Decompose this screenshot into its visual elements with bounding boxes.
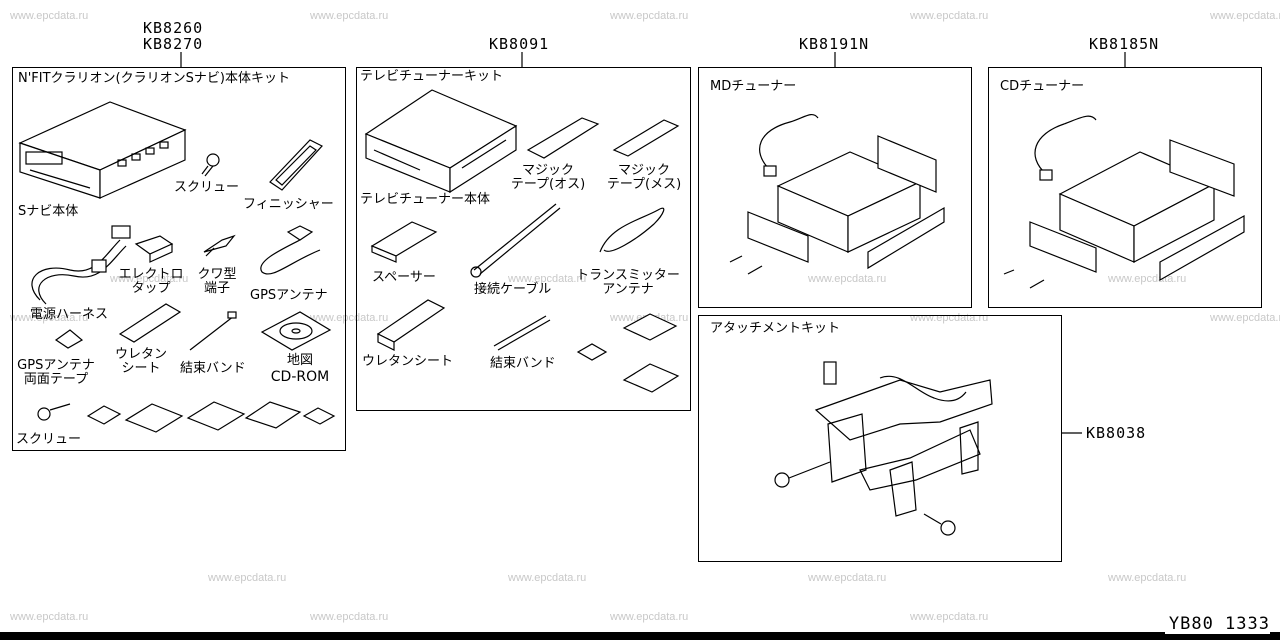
- finisher-drawing: [269, 139, 323, 191]
- s-navi-label: Sナビ本体: [18, 204, 79, 219]
- watermark: www.epcdata.ru: [10, 10, 89, 22]
- electro-tap-label-2: タップ: [131, 281, 171, 296]
- kuwa-label-2: 端子: [203, 281, 230, 296]
- s-navi-unit-drawing: [18, 101, 187, 199]
- magic-female-label-2: テープ(メス): [606, 177, 682, 192]
- part-code: KB8091: [489, 35, 550, 53]
- part-code: KB8270: [143, 35, 204, 53]
- tv-tuner-unit-drawing: [364, 89, 518, 194]
- urethane-label-2: シート: [121, 361, 161, 376]
- tv-band-drawing: [493, 315, 551, 351]
- electro-tap-drawing: [134, 235, 174, 263]
- attachment-kit-box[interactable]: [698, 315, 1062, 562]
- tv-band-label: 結束バンド: [490, 356, 556, 371]
- electro-tap-label-1: エレクトロ: [118, 267, 184, 282]
- gps-antenna-label: GPSアンテナ: [250, 288, 328, 303]
- cd-tuner-title: CDチューナー: [1000, 79, 1085, 94]
- watermark: www.epcdata.ru: [10, 611, 89, 623]
- magic-male-label-1: マジック: [521, 163, 574, 178]
- spacer-label: スペーサー: [372, 270, 436, 285]
- md-tuner-drawing: [729, 114, 945, 275]
- tv-body-label: テレビチューナー本体: [360, 192, 491, 207]
- screw-label: スクリュー: [174, 180, 240, 195]
- urethane-label-1: ウレタン: [114, 347, 167, 362]
- magic-male-label-2: テープ(オス): [510, 177, 586, 192]
- tv-kit-box[interactable]: [356, 67, 691, 411]
- transmitter-label-1: トランスミッター: [576, 268, 680, 283]
- part-code: KB8191N: [799, 35, 870, 53]
- watermark: www.epcdata.ru: [508, 572, 587, 584]
- cable-label: 接続ケーブル: [474, 282, 552, 297]
- screw2-label: スクリュー: [16, 432, 82, 447]
- kuwa-terminal-drawing: [203, 234, 236, 257]
- watermark: www.epcdata.ru: [310, 312, 389, 324]
- tv-urethane-label: ウレタンシート: [362, 354, 454, 369]
- part-code: KB8185N: [1089, 35, 1160, 53]
- watermark: www.epcdata.ru: [1210, 312, 1280, 324]
- transmitter-antenna-drawing: [599, 207, 665, 253]
- watermark: www.epcdata.ru: [808, 273, 887, 285]
- cd-tuner-box[interactable]: [988, 67, 1262, 308]
- watermark: www.epcdata.ru: [208, 572, 287, 584]
- watermark: www.epcdata.ru: [1108, 572, 1187, 584]
- watermark: www.epcdata.ru: [1210, 10, 1280, 22]
- band-drawing: [189, 311, 237, 351]
- part-code: KB8038: [1086, 424, 1147, 442]
- magic-female-label-1: マジック: [617, 163, 670, 178]
- watermark: www.epcdata.ru: [310, 611, 389, 623]
- tv-docs-drawing: [576, 313, 680, 393]
- cdrom-drawing: [260, 311, 332, 351]
- gps-antenna-drawing: [260, 225, 321, 275]
- finisher-label: フィニッシャー: [243, 197, 334, 212]
- navi-kit-box[interactable]: [12, 67, 346, 451]
- magic-tape-female-drawing: [612, 119, 680, 157]
- bottom-bar: [0, 632, 1280, 640]
- screw2-drawing: [37, 403, 71, 421]
- tv-kit-title: テレビチューナーキット: [360, 69, 504, 84]
- attachment-bracket-drawing: [774, 361, 993, 536]
- cd-tuner-drawing: [1003, 115, 1245, 289]
- gps-tape-label-2: 両面テープ: [23, 372, 89, 387]
- watermark: www.epcdata.ru: [808, 572, 887, 584]
- md-tuner-title: MDチューナー: [710, 79, 797, 94]
- harness-drawing: [31, 225, 131, 305]
- attachment-kit-title: アタッチメントキット: [710, 321, 841, 336]
- page-code: YB80 1333: [1164, 614, 1270, 634]
- urethane-sheet-drawing: [118, 303, 182, 343]
- screw-drawing: [201, 153, 220, 177]
- tv-urethane-drawing: [376, 299, 446, 351]
- cdrom-label-2: CD-ROM: [270, 369, 330, 385]
- watermark: www.epcdata.ru: [10, 312, 89, 324]
- watermark: www.epcdata.ru: [910, 10, 989, 22]
- gps-tape-label-1: GPSアンテナ: [17, 358, 95, 373]
- md-tuner-box[interactable]: [698, 67, 972, 308]
- watermark: www.epcdata.ru: [610, 10, 689, 22]
- watermark: www.epcdata.ru: [310, 10, 389, 22]
- watermark: www.epcdata.ru: [110, 273, 189, 285]
- watermark: www.epcdata.ru: [508, 273, 587, 285]
- cdrom-label-1: 地図: [286, 353, 313, 368]
- tape-drawing: [54, 329, 84, 349]
- band-label: 結束バンド: [180, 361, 246, 376]
- watermark: www.epcdata.ru: [910, 611, 989, 623]
- transmitter-label-2: アンテナ: [602, 282, 654, 297]
- cable-drawing: [470, 203, 561, 278]
- documents-drawing: [86, 401, 336, 433]
- magic-tape-male-drawing: [526, 117, 600, 159]
- harness-label: 電源ハーネス: [30, 307, 109, 322]
- part-code: KB8260: [143, 19, 204, 37]
- spacer-drawing: [370, 221, 438, 263]
- watermark: www.epcdata.ru: [610, 611, 689, 623]
- kuwa-label-1: クワ型: [197, 267, 237, 282]
- navi-kit-title: N'FITクラリオン(クラリオンSナビ)本体キット: [18, 71, 290, 86]
